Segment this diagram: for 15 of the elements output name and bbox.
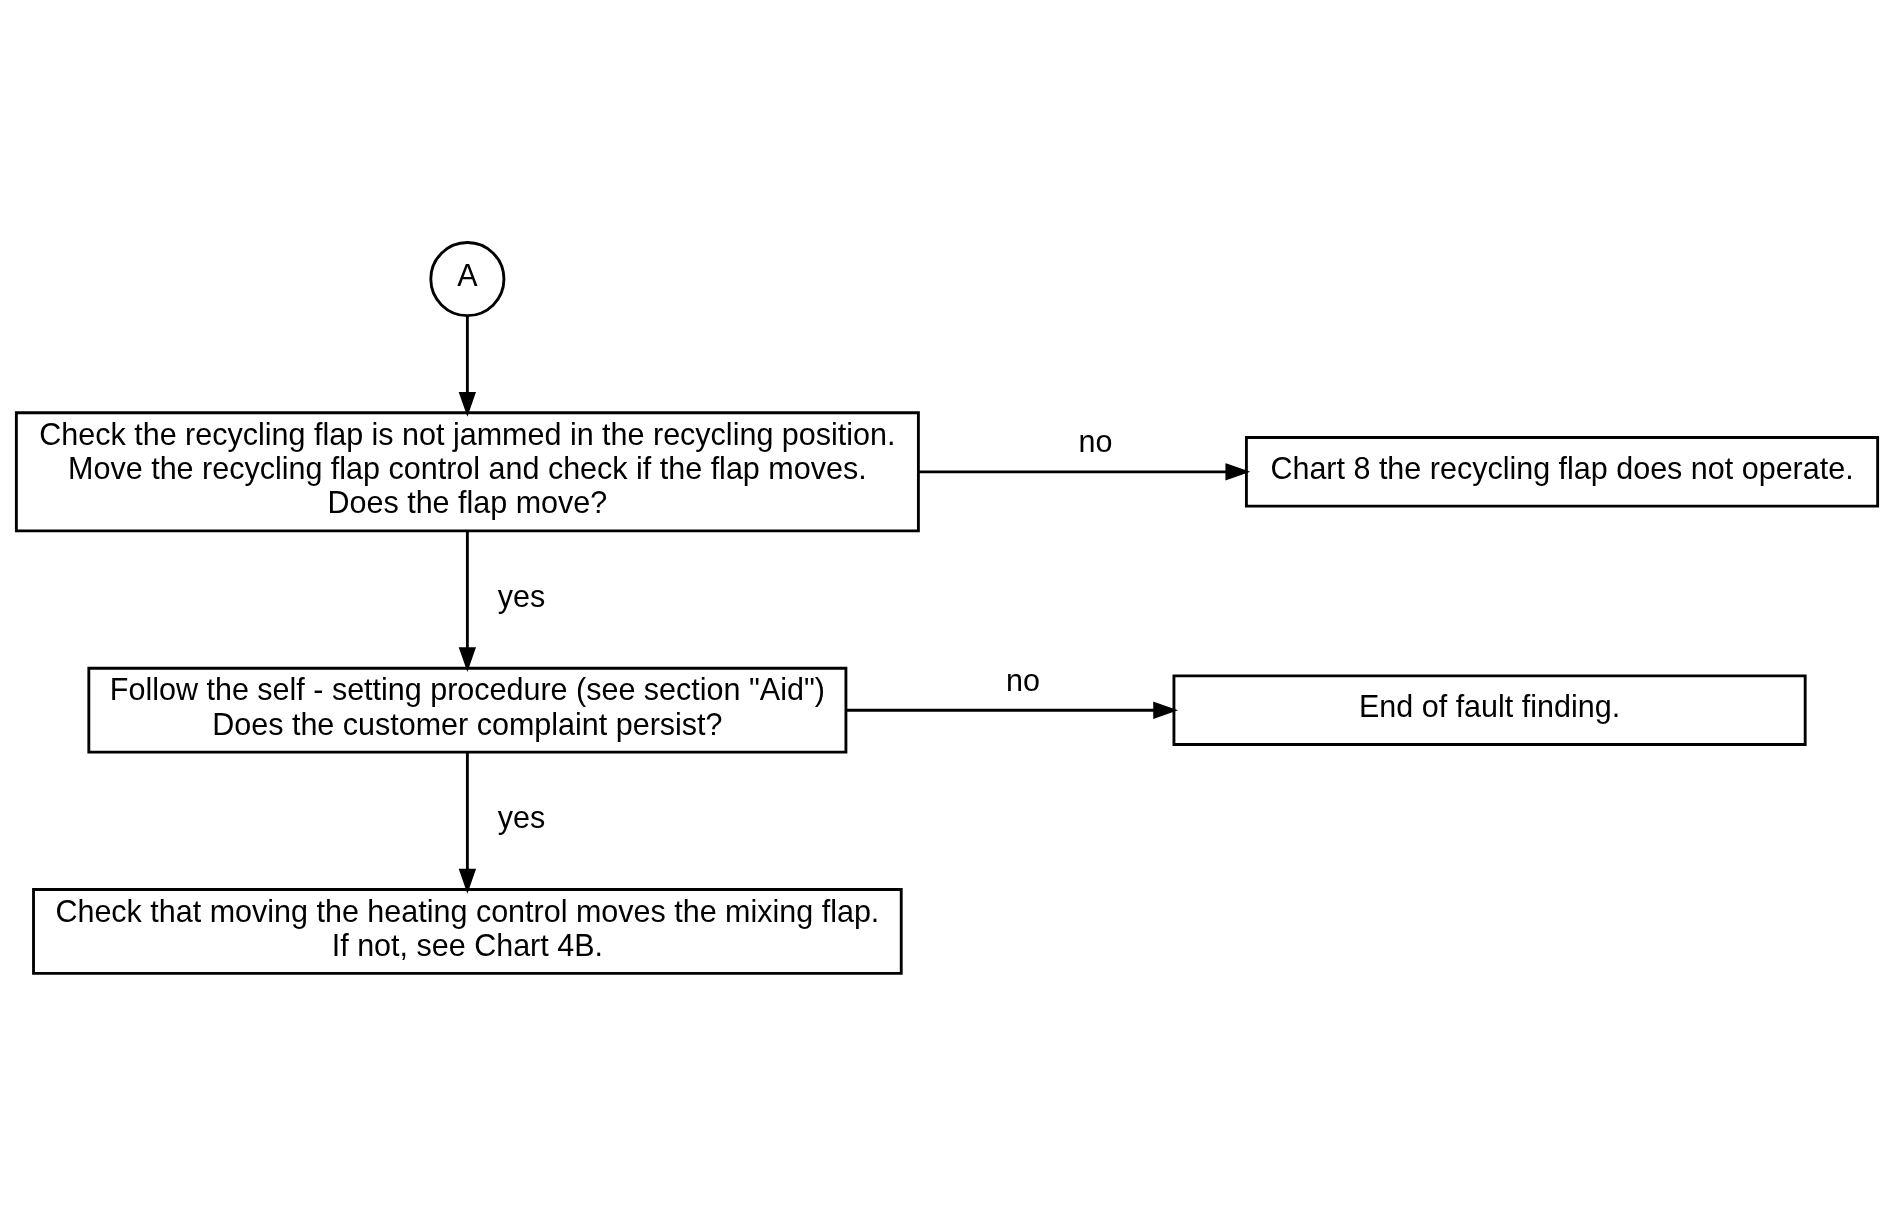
arrow	[918, 462, 1251, 480]
edge-label: yes	[497, 578, 546, 613]
arrow	[458, 315, 477, 417]
arrow	[458, 530, 477, 672]
edge-label: yes	[497, 799, 546, 834]
node-box: End of fault finding.	[1172, 673, 1807, 746]
arrow	[846, 701, 1179, 719]
node-circle: A	[429, 240, 506, 317]
edge-label: no	[1006, 662, 1041, 697]
node-box: Follow the self - setting procedure (see section "Aid") Does the customer complaint persist?	[87, 666, 848, 754]
edge-label: no	[1078, 423, 1113, 458]
node-box: Check the recycling flap is not jammed in the recycling position. Move the recycling flap control and check if the flap moves. Does the flap move?	[14, 410, 920, 532]
node-box: Chart 8 the recycling flap does not operate.	[1245, 435, 1880, 508]
arrow	[458, 752, 477, 894]
node-box: Check that moving the heating control moves the mixing flap. If not, see Chart 4B.	[32, 887, 903, 975]
